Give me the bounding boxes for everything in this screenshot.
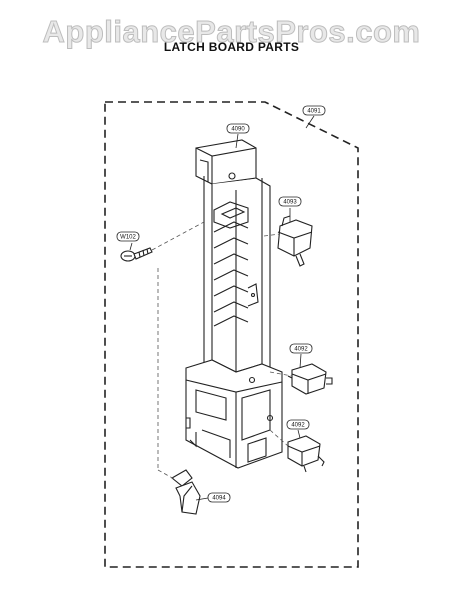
page-title: LATCH BOARD PARTS (163, 40, 300, 54)
leader-lines (129, 115, 315, 501)
watermark-logo: AppliancePartsPros.com (42, 14, 421, 50)
svg-text:4094: 4094 (212, 496, 226, 502)
callout-screw: W102 (116, 231, 140, 242)
svg-text:4092: 4092 (291, 423, 305, 429)
assembly-boundary (104, 101, 359, 568)
latch-board-frame (185, 139, 283, 469)
callout-switch-middle: 4092 (289, 343, 313, 354)
callout-switch-lower: 4092 (286, 419, 310, 430)
svg-text:4090: 4090 (231, 127, 245, 133)
svg-text:4093: 4093 (283, 200, 297, 206)
svg-text:4091: 4091 (307, 109, 321, 115)
callout-lever: 4094 (207, 492, 231, 503)
assembly-guides (151, 221, 293, 481)
svg-text:W102: W102 (120, 235, 136, 241)
middle-interlock-switch (287, 363, 333, 395)
upper-interlock-switch (277, 215, 313, 267)
mounting-screw (120, 247, 153, 262)
svg-text:4092: 4092 (294, 347, 308, 353)
callout-latch-board: 4090 (226, 123, 250, 134)
lower-interlock-switch (287, 435, 325, 473)
callout-switch-upper: 4093 (278, 196, 302, 207)
callout-assembly: 4091 (302, 105, 326, 116)
latch-lever (171, 469, 201, 515)
